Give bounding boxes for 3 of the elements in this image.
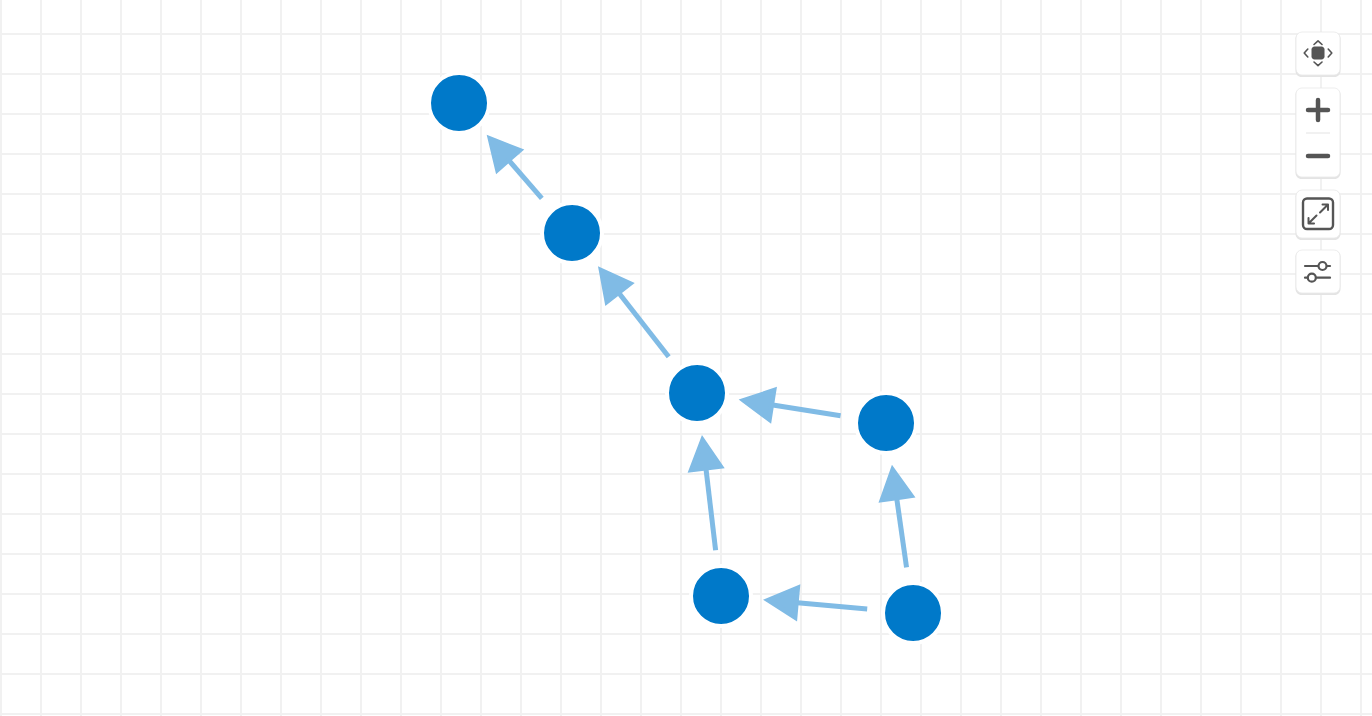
node-circle [854, 391, 918, 455]
node-circle [540, 201, 604, 265]
node-circle [689, 564, 753, 628]
